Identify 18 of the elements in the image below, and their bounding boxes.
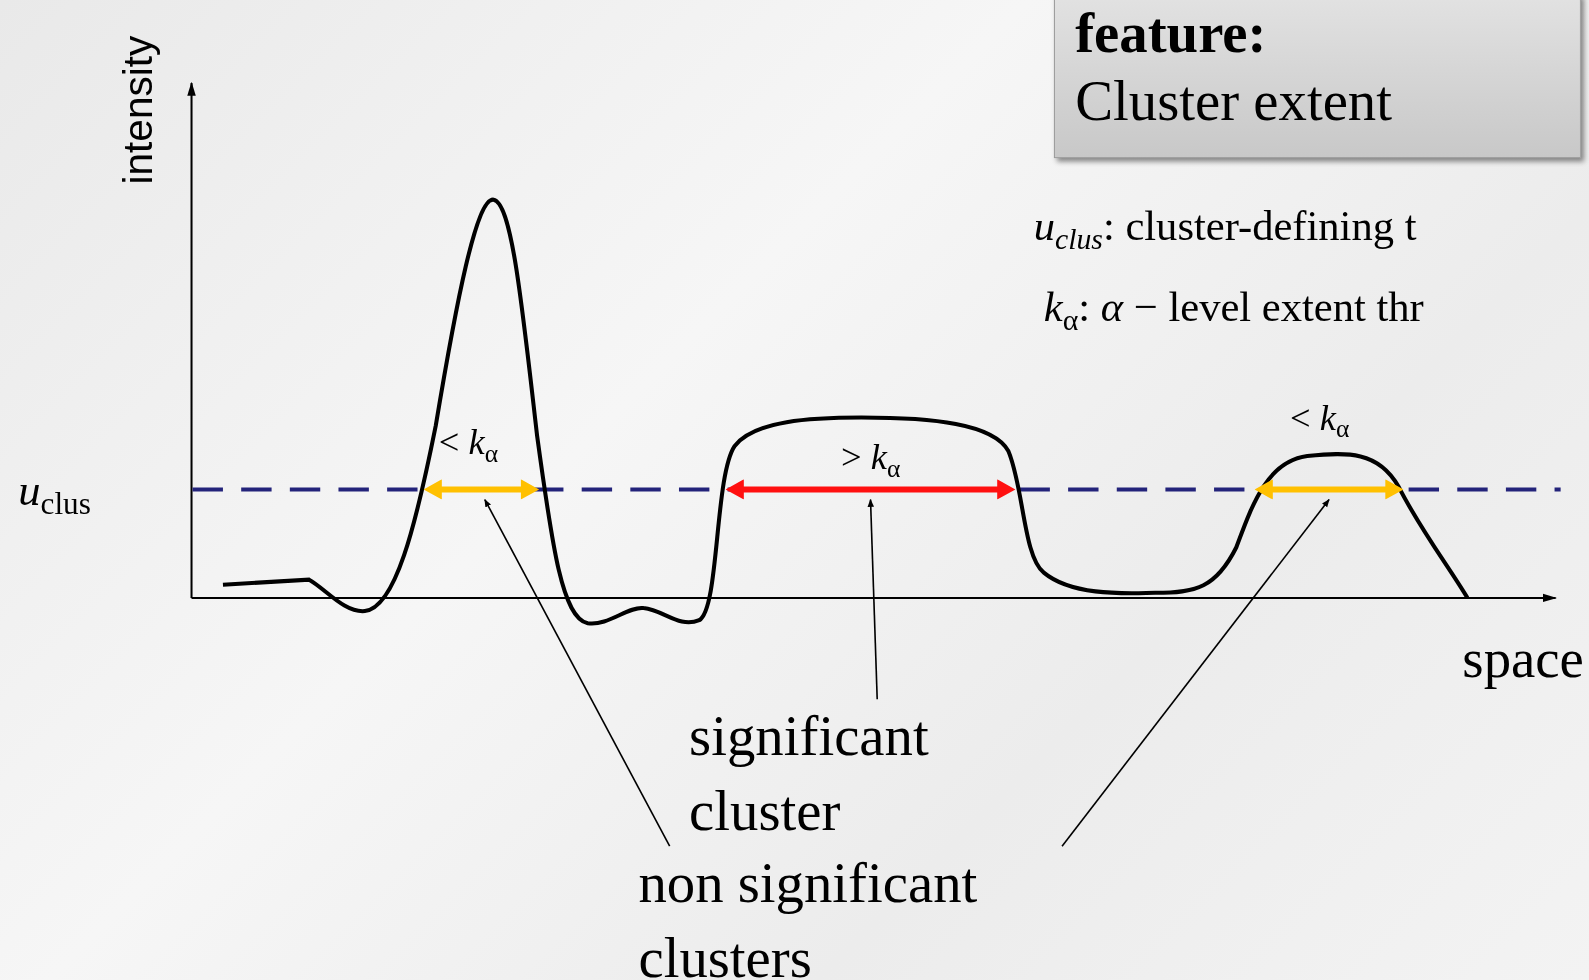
leader-line: [1061, 498, 1330, 847]
subheading: Cluster extent: [1075, 70, 1393, 131]
leader-line: [484, 498, 671, 847]
extent-label: > k$_{α}$: [841, 435, 901, 483]
extent-label: < k$_{α}$: [438, 420, 499, 468]
extent-label: < k$_{α}$: [1290, 396, 1350, 444]
extent-arrow: [423, 479, 540, 500]
axis-label: intensity: [114, 35, 162, 185]
leader-line: [867, 498, 878, 701]
extent-arrow: [725, 479, 1016, 500]
definition-text: k$_{α}$: α − level extent thr: [1043, 282, 1424, 339]
heading: feature:: [1075, 3, 1268, 63]
callout-text: non significant clusters: [638, 850, 979, 980]
definition-text: u$_{clus}$: cluster-defining t: [1033, 201, 1417, 258]
extent-arrow: [1254, 479, 1404, 500]
threshold-label: u$_{clus}$: [18, 464, 91, 524]
axis-label: space: [1462, 627, 1585, 692]
title-box: [1053, 0, 1581, 159]
